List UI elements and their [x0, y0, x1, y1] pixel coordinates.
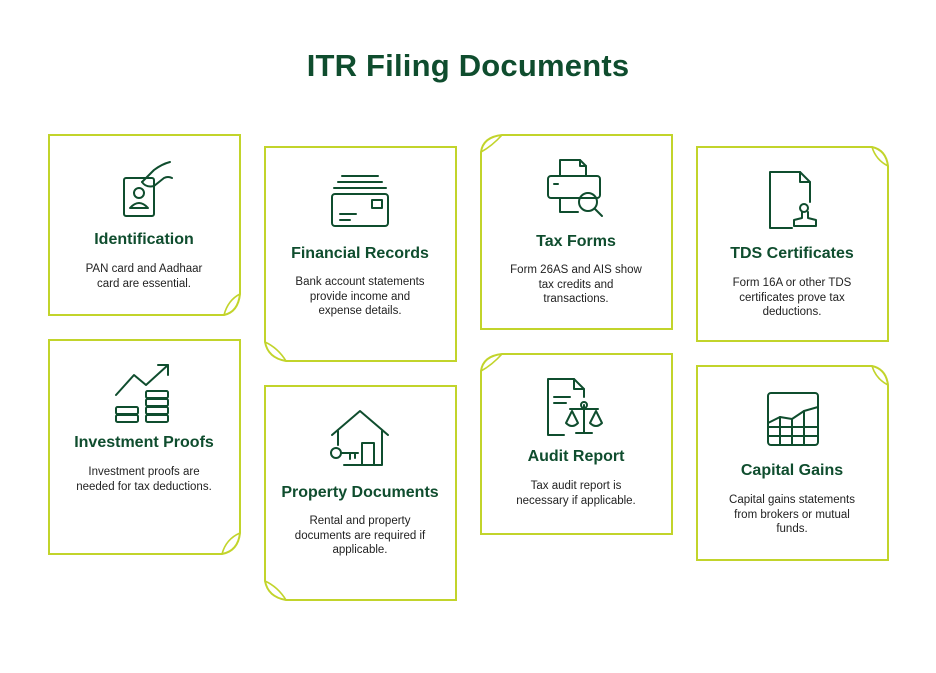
card-audit-report: Audit Report Tax audit report is necessa… [480, 353, 673, 535]
card-title: Property Documents [281, 484, 439, 501]
card-border [696, 365, 889, 561]
card-border [480, 134, 673, 330]
growth-coins-icon [115, 364, 169, 423]
card-identification: Identification PAN card and Aadhaar card… [48, 134, 241, 316]
card-property-documents: Property Documents Rental and property d… [264, 385, 457, 601]
document-scale-icon [547, 378, 603, 436]
card-border [264, 146, 457, 362]
card-description: Bank account statements provide income a… [295, 276, 425, 317]
card-description: PAN card and Aadhaar card are essential. [85, 263, 203, 290]
card-border [696, 146, 889, 342]
card-border [480, 353, 673, 535]
card-title: Audit Report [527, 448, 625, 465]
card-title: Identification [94, 231, 194, 248]
card-description: Rental and property documents are requir… [294, 515, 426, 556]
card-title: Investment Proofs [74, 434, 214, 451]
card-capital-gains: Capital Gains Capital gains statements f… [696, 365, 889, 561]
card-border [48, 339, 241, 555]
card-investment-proofs: Investment Proofs Investment proofs are … [48, 339, 241, 555]
house-key-icon [330, 410, 389, 466]
card-description: Investment proofs are needed for tax ded… [76, 466, 212, 493]
card-tds-certificates: TDS Certificates Form 16A or other TDS c… [696, 146, 889, 342]
card-description: Tax audit report is necessary if applica… [516, 480, 636, 507]
card-title: Capital Gains [740, 462, 844, 479]
card-description: Form 26AS and AIS show tax credits and t… [510, 264, 642, 305]
card-financial-records: Financial Records Bank account statement… [264, 146, 457, 362]
card-description: Capital gains statements from brokers or… [729, 494, 855, 535]
card-stack-icon [331, 175, 389, 227]
chart-grid-icon [767, 392, 819, 446]
card-title: TDS Certificates [730, 245, 854, 262]
card-title: Financial Records [291, 245, 429, 262]
document-stamp-icon [769, 171, 817, 229]
card-border [264, 385, 457, 601]
id-card-hand-icon [123, 161, 173, 217]
card-border [48, 134, 241, 316]
page-title: ITR Filing Documents [306, 48, 630, 83]
printer-search-icon [547, 159, 603, 217]
card-title: Tax Forms [536, 233, 616, 250]
card-description: Form 16A or other TDS certificates prove… [732, 277, 852, 318]
card-tax-forms: Tax Forms Form 26AS and AIS show tax cre… [480, 134, 673, 330]
